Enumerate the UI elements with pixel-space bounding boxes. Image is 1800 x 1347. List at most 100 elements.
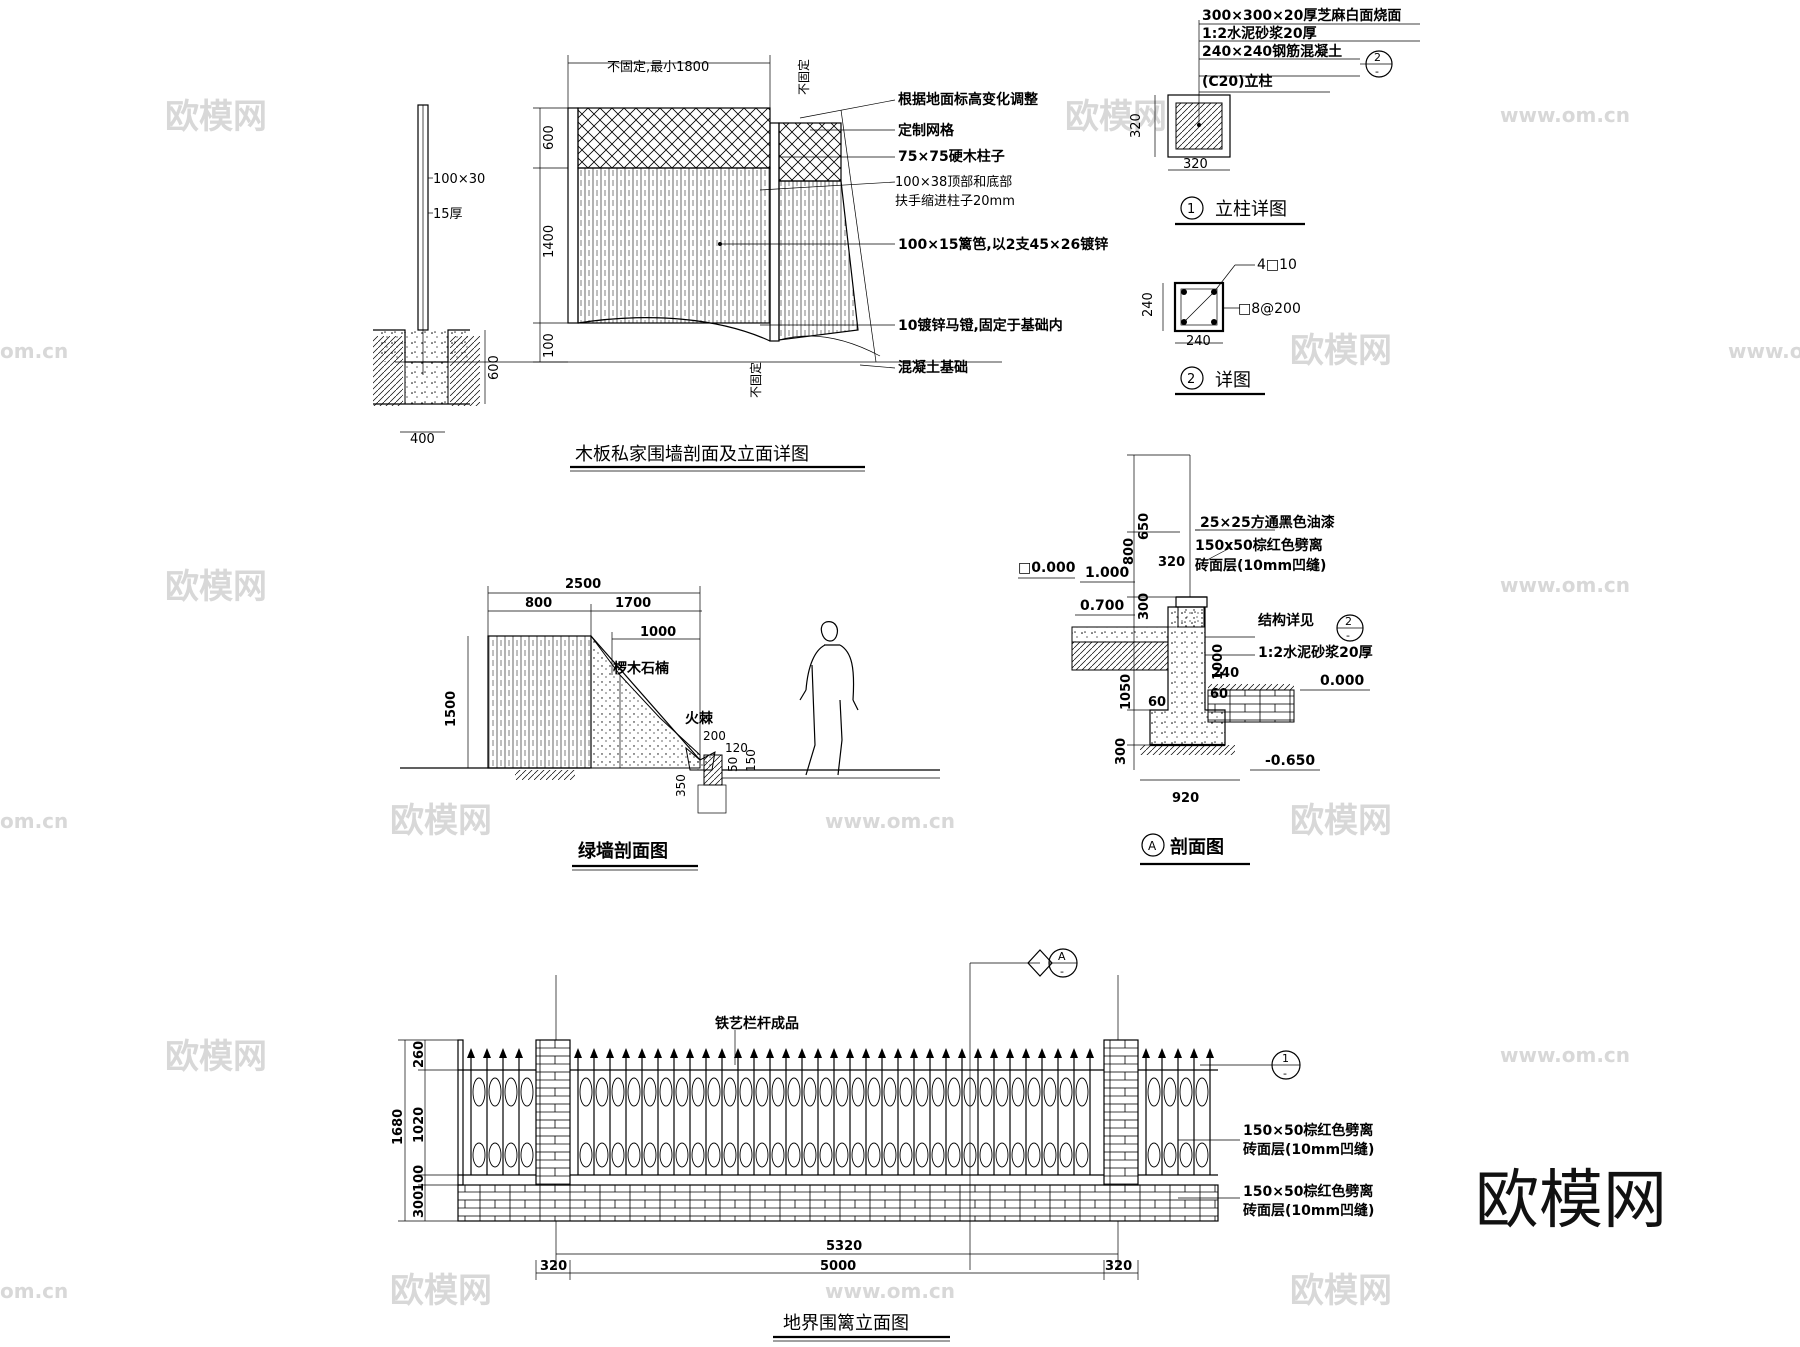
- fence-scroll: [1163, 1077, 1177, 1107]
- dim-200: 200: [703, 729, 726, 743]
- fence-scroll: [803, 1077, 817, 1107]
- fence-scroll: [579, 1142, 593, 1168]
- post-note-mortar: 1:2水泥砂浆20厚: [1202, 25, 1317, 42]
- fence-scroll: [723, 1077, 737, 1107]
- post-note-paving: 300×300×20厚芝麻白面烧面: [1202, 7, 1401, 24]
- fence-finial: [1086, 1048, 1094, 1058]
- note-galv-stirrup: 10镀锌马镫,固定于基础内: [898, 317, 1063, 334]
- fence-scroll: [675, 1077, 689, 1107]
- dim-60-a: 60: [1148, 695, 1166, 710]
- fence-scroll: [771, 1077, 785, 1107]
- watermark-layer: 欧模网 欧模网 www.om.cn om.cn 欧模网 www.om.cn 欧模…: [0, 97, 1800, 1311]
- fence-scroll: [1027, 1077, 1041, 1107]
- fence-scroll: [1147, 1077, 1161, 1107]
- dim-300-a: 300: [1137, 593, 1152, 620]
- fence-finial: [1158, 1048, 1166, 1058]
- fence-scroll: [851, 1077, 865, 1107]
- fence-scroll: [691, 1077, 705, 1107]
- fence-finial: [1070, 1048, 1078, 1058]
- note-hardwood-post: 75×75硬木柱子: [898, 148, 1005, 165]
- fence-scroll: [1195, 1142, 1209, 1168]
- fence-finial: [878, 1048, 886, 1058]
- watermark-url: www.om.cn: [825, 809, 955, 833]
- green-wall-section-drawing: 2500 800 1700 1000 1500 椤木石楠 火棘 200 120 …: [400, 577, 940, 871]
- dim-5320: 5320: [826, 1239, 862, 1254]
- dim-800: 800: [525, 596, 552, 611]
- fence-pickets: [467, 1048, 1214, 1175]
- watermark-text: 欧模网: [165, 97, 267, 137]
- dim-top-width: 不固定,最小1800: [607, 60, 709, 75]
- dim-320: 320: [1158, 555, 1185, 570]
- fence-scroll: [771, 1142, 785, 1168]
- fence-scroll: [915, 1077, 929, 1107]
- post-title-num: 1: [1187, 202, 1195, 217]
- watermark-text: 欧模网: [165, 567, 267, 607]
- fence-finial: [1174, 1048, 1182, 1058]
- note-custom-grid: 定制网格: [898, 122, 955, 139]
- fence-scroll: [723, 1142, 737, 1168]
- title-boundary-fence: 地界围篱立面图: [783, 1313, 909, 1334]
- callout-1-top: 1: [1282, 1052, 1289, 1065]
- watermark-url: www.om.cn: [1500, 573, 1630, 597]
- rebar-label-stirrup: □8@200: [1238, 301, 1301, 317]
- dim-650: 650: [1137, 513, 1152, 540]
- elev-0000-top: □0.000: [1018, 560, 1076, 576]
- fence-finial: [638, 1048, 646, 1058]
- watermark-text: 欧模网: [1290, 331, 1392, 371]
- fence-scroll: [627, 1077, 641, 1107]
- fence-finial: [910, 1048, 918, 1058]
- fence-scroll: [787, 1142, 801, 1168]
- secA-note-brick-joint: 砖面层(10mm凹缝): [1195, 557, 1326, 574]
- fence-scroll: [883, 1077, 897, 1107]
- fence-finial: [515, 1048, 523, 1058]
- fence-scroll: [755, 1142, 769, 1168]
- fence-scroll: [488, 1142, 502, 1168]
- fence-finial: [974, 1048, 982, 1058]
- fence-scroll: [611, 1142, 625, 1168]
- dim-unfixed-side: 不固定: [796, 59, 811, 95]
- fence-finial: [1022, 1048, 1030, 1058]
- fence-finial: [1142, 1048, 1150, 1058]
- fence-note-brick-2: 150×50棕红色劈离: [1243, 1183, 1373, 1200]
- secA-note-structure: 结构详见: [1258, 612, 1314, 629]
- secA-callout-num: 2: [1345, 615, 1352, 628]
- fence-scroll: [520, 1142, 534, 1168]
- title-post-detail: 立柱详图: [1215, 199, 1287, 220]
- fence-finial: [686, 1048, 694, 1058]
- fence-finial: [958, 1048, 966, 1058]
- secA-note-mortar: 1:2水泥砂浆20厚: [1258, 644, 1373, 661]
- fence-scroll: [504, 1077, 518, 1107]
- fence-scroll: [867, 1142, 881, 1168]
- fence-finial: [1054, 1048, 1062, 1058]
- fence-scroll: [472, 1077, 486, 1107]
- fence-finial: [862, 1048, 870, 1058]
- fence-scroll: [707, 1142, 721, 1168]
- watermark-text: 欧模网: [1290, 801, 1392, 841]
- fence-finial: [1206, 1048, 1214, 1058]
- fence-scroll: [707, 1077, 721, 1107]
- wood-fence-section-drawing: 100×30 15厚 600 400: [373, 104, 1002, 447]
- fence-scroll: [675, 1142, 689, 1168]
- fence-scroll: [819, 1077, 833, 1107]
- dim-1020: 1020: [412, 1107, 427, 1143]
- dim-5000: 5000: [820, 1259, 856, 1274]
- note-rail-indent: 扶手缩进柱子20mm: [895, 193, 1015, 209]
- dim-100-elev: 100: [542, 333, 557, 358]
- brand-logo-text: 欧模网: [1475, 1164, 1667, 1238]
- dim-600-section: 600: [487, 355, 502, 380]
- fence-finial: [1190, 1048, 1198, 1058]
- secA-note-brick: 150x50棕红色劈离: [1195, 537, 1323, 554]
- fence-finial: [590, 1048, 598, 1058]
- fence-scroll: [1179, 1142, 1193, 1168]
- watermark-url: www.om.cn: [1728, 339, 1800, 363]
- dim-1050: 1050: [1119, 674, 1134, 710]
- fence-finial: [734, 1048, 742, 1058]
- fence-scroll: [947, 1077, 961, 1107]
- dim-300-b: 300: [1114, 738, 1129, 765]
- fence-scroll: [995, 1142, 1009, 1168]
- secA-callout-sub: -: [1346, 629, 1350, 642]
- label-thorn: 火棘: [685, 710, 714, 727]
- label-iron-railing: 铁艺栏杆成品: [715, 1015, 799, 1032]
- rebar-title-num: 2: [1187, 372, 1195, 387]
